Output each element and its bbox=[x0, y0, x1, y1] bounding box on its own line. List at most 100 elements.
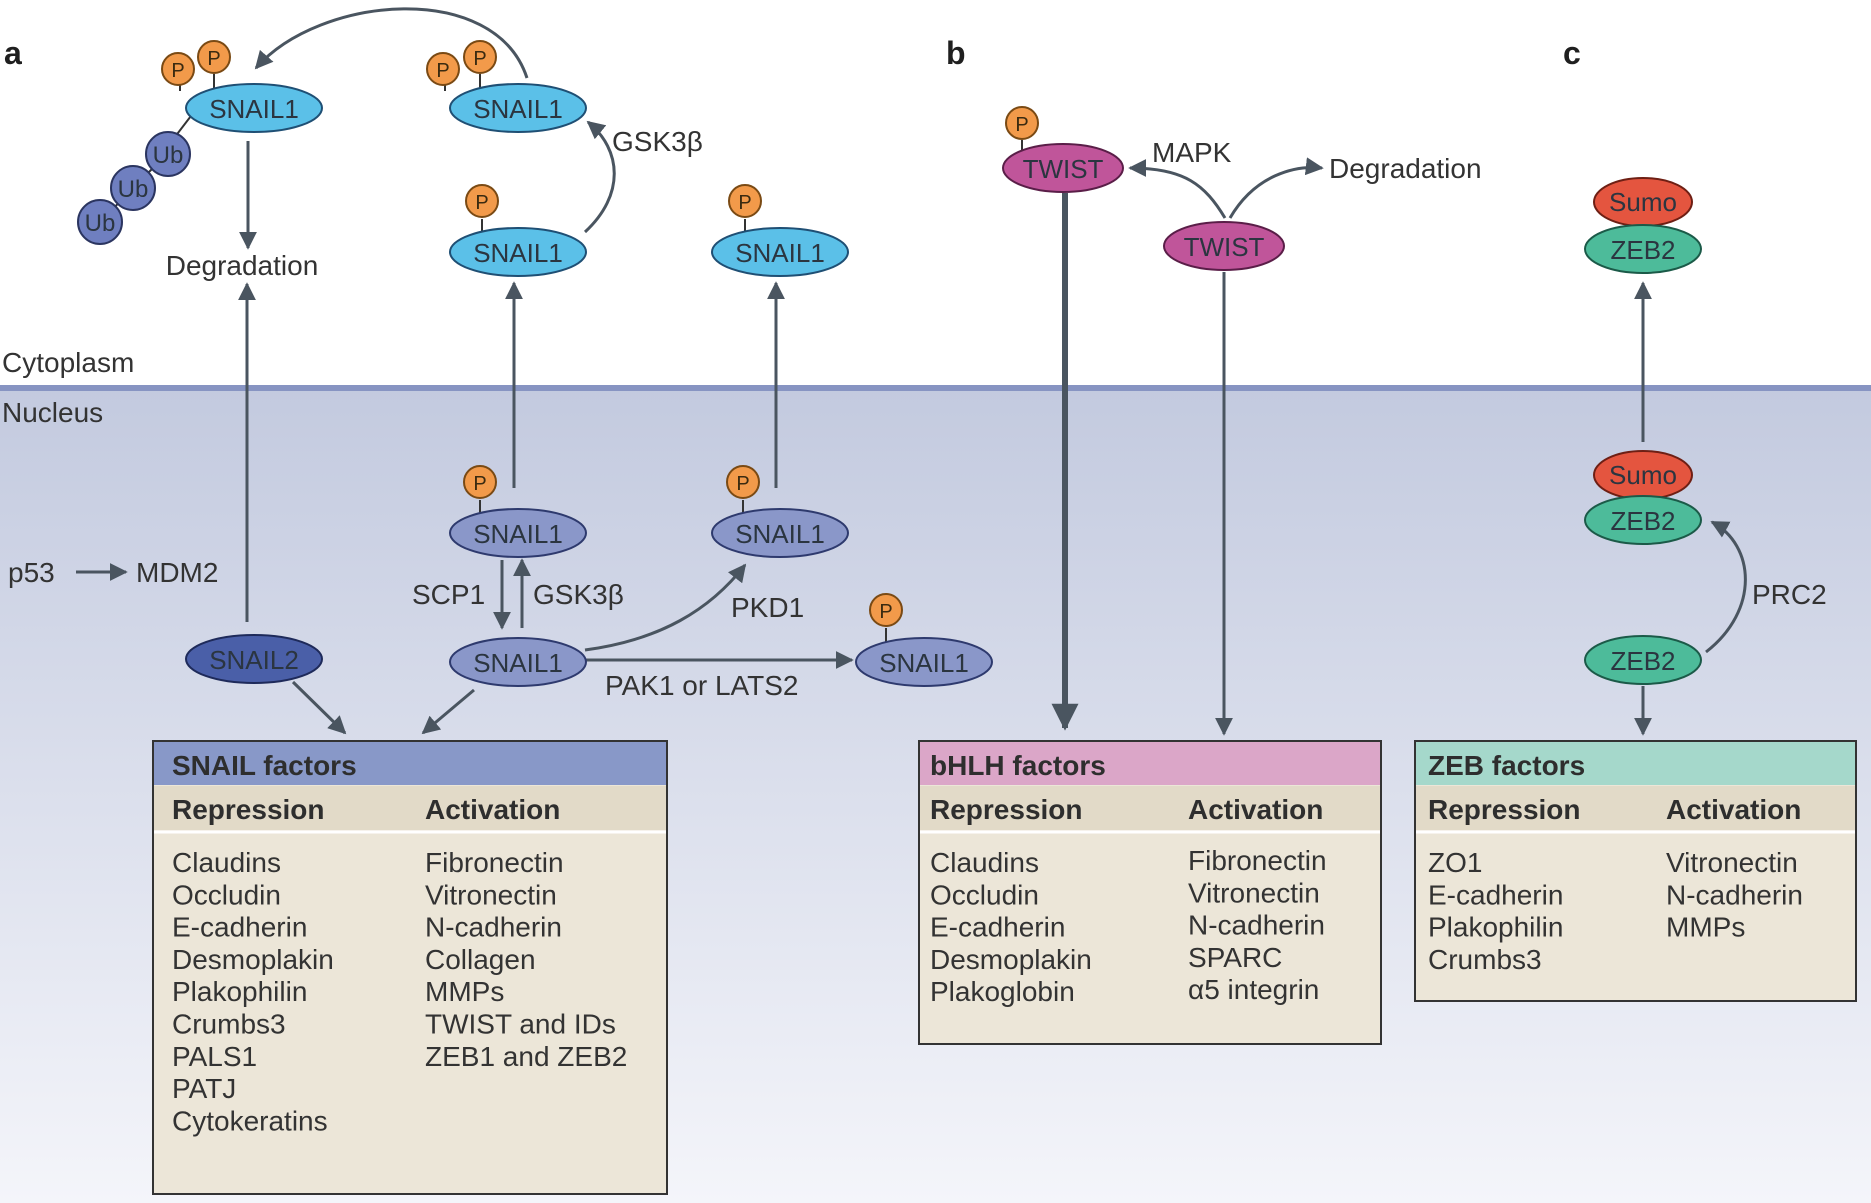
svg-text:Sumo: Sumo bbox=[1609, 460, 1677, 490]
snail1-label: SNAIL1 bbox=[473, 238, 563, 268]
factor-list-item: Crumbs3 bbox=[172, 1009, 286, 1040]
snail1-ubiquitinated: P P SNAIL1 bbox=[161, 40, 323, 133]
arrow-snail1-to-box bbox=[421, 688, 475, 735]
factor-list-item: Desmoplakin bbox=[930, 944, 1092, 975]
factor-list-item: Vitronectin bbox=[1666, 847, 1798, 878]
panel-c: Sumo ZEB2 Sumo ZEB2 ZEB2 PRC2 ZEB factor… bbox=[1414, 177, 1857, 1002]
snail2-label: SNAIL2 bbox=[209, 645, 299, 675]
arrow-gsk3b-phosphorylation bbox=[583, 120, 616, 234]
phospho-site bbox=[161, 52, 195, 86]
prc2-label: PRC2 bbox=[1752, 579, 1827, 610]
snail1-label: SNAIL1 bbox=[209, 94, 299, 124]
zeb-box-header bbox=[1416, 742, 1855, 785]
snail-box-header bbox=[154, 742, 666, 785]
factor-list-item: Desmoplakin bbox=[172, 944, 334, 975]
zeb-repression-header: Repression bbox=[1428, 794, 1581, 825]
factor-list-item: α5 integrin bbox=[1188, 974, 1319, 1005]
bhlh-activation-list: FibronectinVitronectinN-cadherinSPARCα5 … bbox=[1188, 845, 1327, 1005]
snail-activation-list: FibronectinVitronectinN-cadherinCollagen… bbox=[425, 847, 627, 1072]
svg-text:P: P bbox=[475, 192, 488, 214]
zeb2-sumo-cytoplasm: Sumo ZEB2 bbox=[1584, 177, 1702, 274]
factor-list-item: MMPs bbox=[1666, 912, 1745, 943]
factor-list-item: Vitronectin bbox=[1188, 877, 1320, 908]
factor-list-item: Crumbs3 bbox=[1428, 944, 1542, 975]
svg-text:P: P bbox=[207, 48, 220, 70]
phospho-site bbox=[869, 593, 903, 627]
zeb2-label: ZEB2 bbox=[1610, 646, 1675, 676]
zeb2: ZEB2 bbox=[1584, 635, 1702, 685]
zeb2-label: ZEB2 bbox=[1610, 235, 1675, 265]
snail1-cyto-phospho-2: P SNAIL1 bbox=[711, 184, 849, 277]
svg-text:Ub: Ub bbox=[153, 142, 184, 169]
factor-list-item: E-cadherin bbox=[172, 912, 307, 943]
factor-list-item: N-cadherin bbox=[1188, 910, 1325, 941]
svg-text:Ub: Ub bbox=[85, 210, 116, 237]
factor-list-item: N-cadherin bbox=[425, 912, 562, 943]
snail1-label: SNAIL1 bbox=[473, 519, 563, 549]
factor-list-item: Occludin bbox=[172, 879, 281, 910]
twist: TWIST bbox=[1163, 221, 1285, 271]
ubiquitin-3 bbox=[77, 199, 123, 245]
scp1-label: SCP1 bbox=[412, 579, 485, 610]
arrow-prc2-sumoylation bbox=[1705, 520, 1747, 654]
arrow-pkd1 bbox=[584, 563, 747, 652]
bhlh-activation-header: Activation bbox=[1188, 794, 1323, 825]
phospho-site bbox=[426, 52, 460, 86]
snail1-label: SNAIL1 bbox=[735, 238, 825, 268]
panel-b: P TWIST TWIST MAPK Degradation bHLH fact… bbox=[918, 106, 1482, 1045]
arrow-top-loop bbox=[254, 7, 529, 79]
factor-list-item: TWIST and IDs bbox=[425, 1009, 616, 1040]
ubiquitin-chain: Ub Ub Ub bbox=[77, 111, 195, 245]
zeb2-label: ZEB2 bbox=[1610, 506, 1675, 536]
svg-text:P: P bbox=[171, 60, 184, 82]
bhlh-box-title: bHLH factors bbox=[930, 750, 1106, 781]
svg-text:P: P bbox=[738, 192, 751, 214]
snail2: SNAIL2 bbox=[185, 634, 323, 684]
pak1-lats2-label: PAK1 or LATS2 bbox=[605, 670, 799, 701]
snail-box-column-headers bbox=[154, 786, 666, 830]
factor-list-item: PATJ bbox=[172, 1073, 236, 1104]
gsk3b-label-nuclear: GSK3β bbox=[533, 579, 624, 610]
panel-b-letter: b bbox=[946, 35, 966, 71]
factor-list-item: E-cadherin bbox=[930, 912, 1065, 943]
snail-box-title: SNAIL factors bbox=[172, 750, 357, 781]
snail-factors-box: SNAIL factors Repression Activation Clau… bbox=[152, 740, 668, 1195]
pkd1-label: PKD1 bbox=[731, 592, 804, 623]
factor-list-item: Vitronectin bbox=[425, 879, 557, 910]
gsk3b-label-top: GSK3β bbox=[612, 126, 703, 157]
factor-list-item: MMPs bbox=[425, 976, 504, 1007]
factor-list-item: N-cadherin bbox=[1666, 879, 1803, 910]
snail1-label: SNAIL1 bbox=[473, 94, 563, 124]
phospho-site bbox=[465, 184, 499, 218]
factor-list-item: Plakophilin bbox=[172, 976, 307, 1007]
snail1-double-phospho: P P SNAIL1 bbox=[426, 40, 587, 133]
twist-phosphorylated: P TWIST bbox=[1002, 106, 1124, 193]
degradation-label-b: Degradation bbox=[1329, 153, 1482, 184]
svg-text:P: P bbox=[473, 473, 486, 495]
bhlh-repression-header: Repression bbox=[930, 794, 1083, 825]
phospho-site bbox=[1005, 106, 1039, 140]
snail1-nuc-phospho-1: P SNAIL1 bbox=[449, 465, 587, 558]
panel-c-letter: c bbox=[1563, 35, 1581, 71]
factor-list-item: Claudins bbox=[172, 847, 281, 878]
zeb-box-column-headers bbox=[1416, 786, 1855, 830]
snail1-nuclear: SNAIL1 bbox=[449, 637, 587, 687]
snail1-label: SNAIL1 bbox=[473, 648, 563, 678]
svg-text:P: P bbox=[473, 48, 486, 70]
nucleus-label: Nucleus bbox=[2, 397, 103, 428]
svg-text:P: P bbox=[736, 473, 749, 495]
ubiquitin-2 bbox=[110, 165, 156, 211]
zeb-factors-box: ZEB factors Repression Activation ZO1E-c… bbox=[1414, 740, 1857, 1002]
svg-text:P: P bbox=[879, 601, 892, 623]
factor-list-item: Claudins bbox=[930, 847, 1039, 878]
phospho-site bbox=[726, 465, 760, 499]
svg-text:Sumo: Sumo bbox=[1609, 187, 1677, 217]
factor-list-item: Fibronectin bbox=[425, 847, 564, 878]
factor-list-item: PALS1 bbox=[172, 1041, 257, 1072]
ubiquitin-1 bbox=[145, 131, 191, 177]
svg-text:P: P bbox=[1015, 114, 1028, 136]
bhlh-repression-list: ClaudinsOccludinE-cadherinDesmoplakinPla… bbox=[930, 847, 1092, 1007]
factor-list-item: Occludin bbox=[930, 879, 1039, 910]
